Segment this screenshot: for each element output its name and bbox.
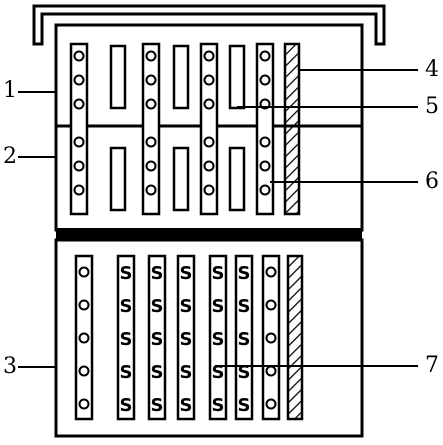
s-plate bbox=[234, 254, 254, 421]
hole-marker bbox=[73, 184, 85, 196]
holed-plate bbox=[69, 42, 89, 216]
hole-marker bbox=[265, 398, 277, 410]
callout-4: 4 bbox=[425, 57, 439, 82]
plain-plate bbox=[109, 44, 127, 110]
hole-marker bbox=[78, 398, 90, 410]
s-marker: S bbox=[180, 362, 193, 383]
s-marker: S bbox=[151, 362, 164, 383]
s-marker: S bbox=[212, 362, 225, 383]
s-plate bbox=[176, 254, 196, 421]
hole-marker bbox=[73, 160, 85, 172]
plain-plate bbox=[228, 44, 246, 110]
callout-7: 7 bbox=[425, 353, 439, 378]
holed-plate bbox=[255, 42, 275, 216]
hatched-plate bbox=[283, 42, 301, 216]
hole-marker bbox=[145, 136, 157, 148]
hole-marker bbox=[203, 98, 215, 110]
s-marker: S bbox=[212, 263, 225, 284]
s-marker: S bbox=[151, 395, 164, 416]
s-marker: S bbox=[212, 329, 225, 350]
hole-marker bbox=[265, 266, 277, 278]
plain-plate bbox=[172, 146, 190, 212]
hole-marker bbox=[73, 136, 85, 148]
s-marker: S bbox=[180, 395, 193, 416]
plain-plate bbox=[172, 44, 190, 110]
s-marker: S bbox=[180, 263, 193, 284]
s-marker: S bbox=[120, 362, 133, 383]
callout-1: 1 bbox=[3, 78, 17, 103]
s-marker: S bbox=[151, 329, 164, 350]
callout-6: 6 bbox=[425, 169, 439, 194]
s-marker: S bbox=[238, 329, 251, 350]
hole-marker bbox=[203, 136, 215, 148]
middle-separator bbox=[56, 228, 362, 240]
hole-marker bbox=[145, 74, 157, 86]
hole-marker bbox=[203, 50, 215, 62]
s-marker: S bbox=[238, 296, 251, 317]
hole-marker bbox=[203, 160, 215, 172]
s-marker: S bbox=[120, 296, 133, 317]
callout-2: 2 bbox=[3, 144, 17, 169]
hole-marker bbox=[265, 365, 277, 377]
s-marker: S bbox=[120, 263, 133, 284]
s-marker: S bbox=[180, 296, 193, 317]
hole-marker bbox=[259, 136, 271, 148]
s-marker: S bbox=[238, 362, 251, 383]
s-marker: S bbox=[120, 329, 133, 350]
s-marker: S bbox=[212, 395, 225, 416]
hole-marker bbox=[265, 299, 277, 311]
s-marker: S bbox=[238, 263, 251, 284]
hole-marker bbox=[259, 50, 271, 62]
s-marker: S bbox=[212, 296, 225, 317]
hole-marker bbox=[73, 50, 85, 62]
s-marker: S bbox=[151, 296, 164, 317]
s-plate bbox=[208, 254, 228, 421]
hole-marker bbox=[145, 160, 157, 172]
hole-marker bbox=[145, 98, 157, 110]
hole-marker bbox=[259, 184, 271, 196]
hole-marker bbox=[259, 160, 271, 172]
s-marker: S bbox=[238, 395, 251, 416]
hole-marker bbox=[203, 74, 215, 86]
s-plate bbox=[116, 254, 136, 421]
hole-marker bbox=[203, 184, 215, 196]
hole-marker bbox=[78, 299, 90, 311]
hole-marker bbox=[78, 332, 90, 344]
s-marker: S bbox=[151, 263, 164, 284]
holed-plate bbox=[141, 42, 161, 216]
holed-plate bbox=[199, 42, 219, 216]
hole-marker bbox=[265, 332, 277, 344]
plain-plate bbox=[109, 146, 127, 212]
s-plate bbox=[147, 254, 167, 421]
hole-marker bbox=[259, 74, 271, 86]
hatched-plate bbox=[286, 254, 304, 421]
s-marker: S bbox=[180, 329, 193, 350]
hole-marker bbox=[145, 184, 157, 196]
callout-5: 5 bbox=[425, 94, 439, 119]
plain-plate bbox=[228, 146, 246, 212]
upper-plate-group bbox=[69, 42, 301, 216]
s-marker: S bbox=[120, 395, 133, 416]
hole-marker bbox=[78, 266, 90, 278]
hole-marker bbox=[73, 98, 85, 110]
top-bracket bbox=[32, 4, 386, 46]
callout-3: 3 bbox=[3, 354, 17, 379]
hole-marker bbox=[73, 74, 85, 86]
hole-marker bbox=[78, 365, 90, 377]
hole-marker bbox=[145, 50, 157, 62]
